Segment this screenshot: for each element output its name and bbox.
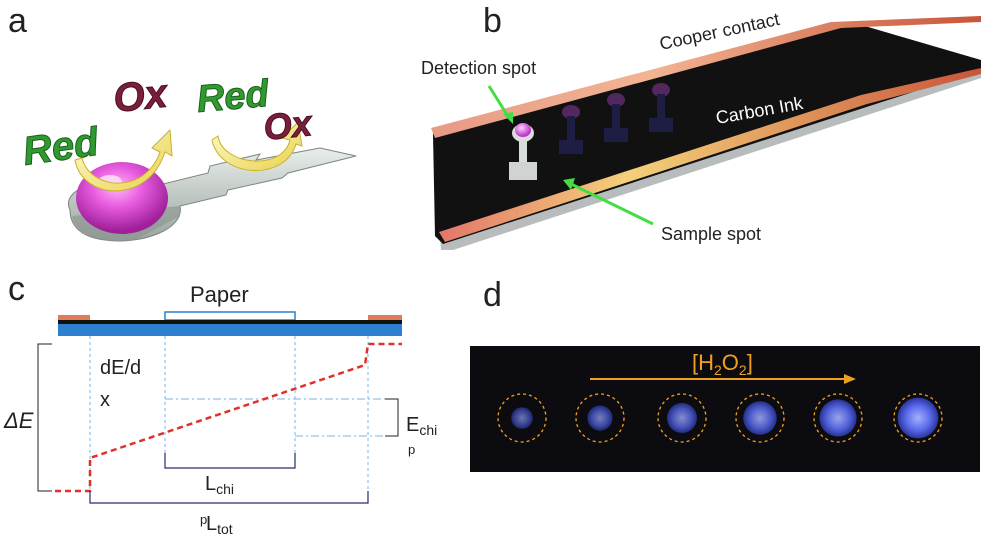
curved-arrow-left [74, 128, 173, 192]
spot-ring [497, 393, 547, 443]
copper-contact-bottom [439, 68, 981, 242]
label-e-chi: Echi [406, 414, 437, 438]
panel-letter-c: c [8, 270, 25, 308]
active-electrode [509, 123, 537, 180]
spot-ring [813, 393, 863, 443]
arrow-detection-spot [487, 85, 513, 124]
e-chip-bracket [385, 398, 399, 437]
panel-d-photo: [H2O2] [470, 346, 980, 472]
label-paper: Paper [190, 282, 249, 307]
fluorescence-spot [511, 407, 533, 429]
label-l-chi-p: p [200, 512, 207, 527]
fluorescence-spot [819, 399, 857, 437]
panel-letter-d: d [483, 276, 502, 314]
label-ox-left: Ox [111, 71, 170, 121]
panel-c-diagram: Paper ΔE Echi p dE/d x Lchi p Ltot [3, 282, 437, 537]
spot-ring [657, 393, 707, 443]
fluorescence-spot [667, 403, 697, 433]
label-ox-right: Ox [262, 102, 316, 148]
spot-ring [893, 393, 943, 443]
label-sample-spot: Sample spot [661, 224, 761, 244]
carbon-layer [58, 320, 402, 324]
potential-profile [55, 342, 402, 493]
panel-b-illustration: Detection spot Cooper contact Carbon Ink… [421, 9, 981, 250]
label-l-tot: Ltot [206, 513, 233, 537]
l-chi-bracket [164, 453, 296, 469]
dark-background [470, 346, 980, 472]
spare-electrodes [559, 83, 673, 154]
label-red-right: Red [195, 73, 271, 121]
spot-ring [735, 393, 785, 443]
label-delta-e: ΔE [3, 408, 34, 433]
panel-letter-a: a [8, 2, 27, 40]
panel-a-illustration: Red Ox Red Ox [20, 71, 357, 242]
fluorescence-spot [897, 397, 939, 439]
spot-ring [575, 393, 625, 443]
label-detection-spot: Detection spot [421, 58, 536, 78]
label-red-left: Red [20, 120, 103, 174]
spot-row [497, 393, 943, 443]
concentration-arrow [590, 374, 856, 384]
delta-e-bracket [37, 343, 52, 492]
label-gradient-x: x [100, 389, 110, 411]
fluorescence-spot [587, 405, 613, 431]
curved-arrow-right [211, 120, 303, 171]
arrow-sample-spot [563, 178, 654, 226]
blue-substrate [58, 324, 402, 336]
label-l-chi: Lchi [205, 473, 234, 497]
l-tot-bracket [89, 491, 369, 504]
label-e-chi-p: p [408, 442, 415, 457]
fluorescence-spot [743, 401, 777, 435]
panel-letter-b: b [483, 2, 502, 40]
paper-box [164, 311, 296, 321]
label-gradient: dE/d [100, 357, 141, 379]
